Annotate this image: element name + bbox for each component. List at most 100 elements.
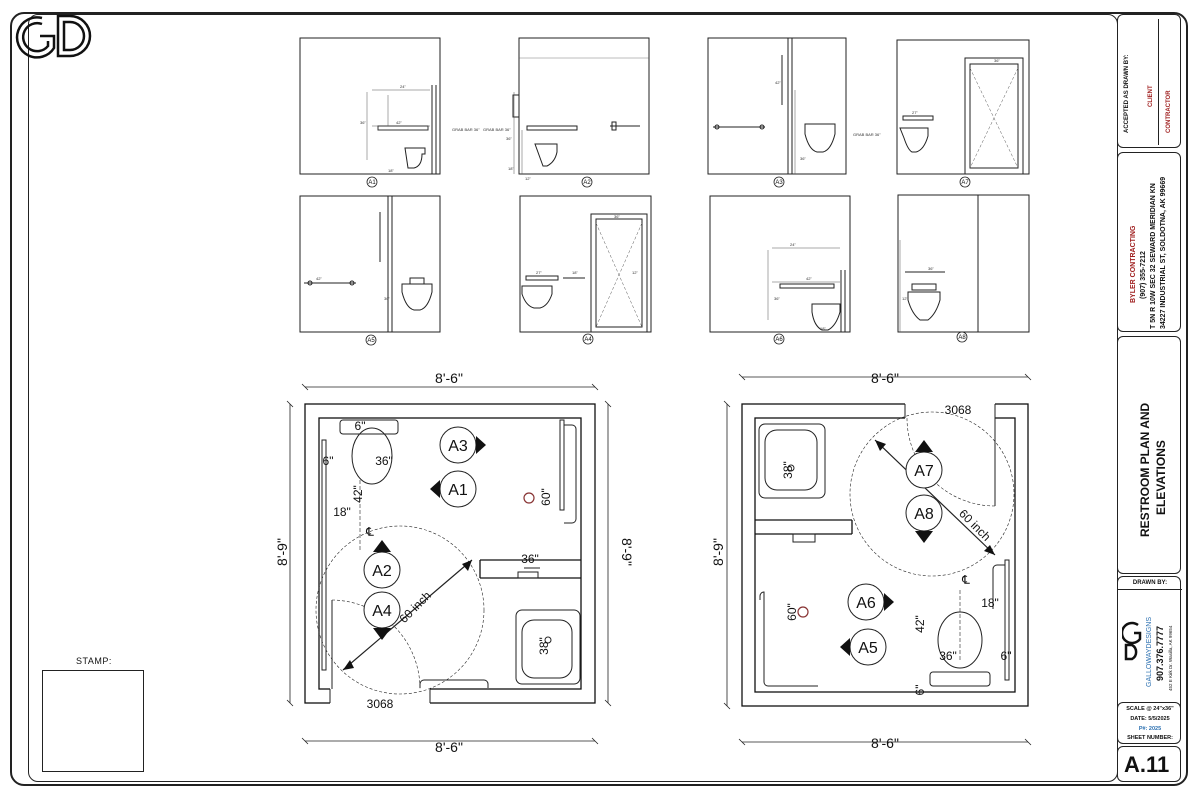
stamp-label: STAMP: xyxy=(76,656,112,666)
a3-dim-42: 42" xyxy=(775,80,781,85)
elevation-a4 xyxy=(519,195,652,333)
plan-right-centerline: ℄ xyxy=(961,573,970,587)
a1-dim-36: 36" xyxy=(360,120,366,125)
drawn-by-label: DRAWN BY: xyxy=(1132,580,1168,586)
sheet-number-label: SHEET NUMBER: xyxy=(1127,735,1173,741)
plan-right-dim-6b: 6" xyxy=(913,685,927,696)
plan-right-tag-a7: A7 xyxy=(905,440,943,489)
a6-dim-24: 24" xyxy=(790,242,796,247)
accepted-label: ACCEPTED AS DRAWN BY: xyxy=(1124,54,1130,133)
svg-text:A6: A6 xyxy=(775,337,783,343)
a8-dim-12: 12" xyxy=(902,296,908,301)
project-location: T 5N R 10W SEC 32 SEWARD MERIDIAN KN xyxy=(1150,183,1157,329)
plan-left-height-right: 8'-9" xyxy=(619,538,635,566)
sheet-number: A.11 xyxy=(1124,752,1170,777)
plan-left-width-bottom: 8'-6" xyxy=(435,739,463,755)
designer-name: GALLOWAYDESIGNS xyxy=(1146,616,1153,687)
svg-text:A1: A1 xyxy=(448,482,468,499)
svg-text:A8: A8 xyxy=(958,335,966,341)
tag-a6: A6 xyxy=(773,333,785,345)
plan-right-dim-18: 18" xyxy=(981,596,999,610)
plan-right-dim-36: 36" xyxy=(939,649,957,663)
plan-right-tag-a8: A8 xyxy=(905,494,943,543)
plan-right-width-top: 8'-6" xyxy=(871,370,899,386)
a2-dim-18: 18" xyxy=(508,166,514,171)
svg-text:A4: A4 xyxy=(372,603,392,620)
svg-text:A7: A7 xyxy=(914,463,934,480)
client-label: CLIENT xyxy=(1148,85,1154,107)
plan-right-dim-60: 60" xyxy=(785,603,799,621)
plan-left-dim-18: 18" xyxy=(333,505,351,519)
a3-dim-36: 36" xyxy=(800,156,806,161)
a4-dim-27: 27" xyxy=(536,270,542,275)
stamp-box xyxy=(42,670,144,772)
designer-phone: 907.376.7777 xyxy=(1155,625,1165,681)
svg-text:A8: A8 xyxy=(914,506,934,523)
a6-dim-18: 18" xyxy=(820,326,826,331)
a2-grab-bar-note: GRAB BAR 36" xyxy=(483,127,511,132)
plan-right-width-bottom: 8'-6" xyxy=(871,735,899,751)
a7-dim-27: 27" xyxy=(912,110,918,115)
elevation-a6 xyxy=(709,195,851,333)
plan-left-width-top: 8'-6" xyxy=(435,370,463,386)
company-phone: (907) 355-7212 xyxy=(1140,251,1147,299)
sheet-title-cell: RESTROOM PLAN AND ELEVATIONS xyxy=(1117,336,1181,574)
plan-left-dim-42: 42" xyxy=(351,485,365,503)
plan-left-dim-6a: 6" xyxy=(355,419,366,433)
plan-left-turning-radius: 60 inch xyxy=(397,589,434,626)
svg-text:A6: A6 xyxy=(856,595,876,612)
acceptance-cell: ACCEPTED AS DRAWN BY: CLIENT CONTRACTOR xyxy=(1117,14,1181,148)
sheet-title-line-1: RESTROOM PLAN AND xyxy=(1138,402,1152,537)
a1-dim-18: 18" xyxy=(388,168,394,173)
plan-right-turning-radius: 60 inch xyxy=(956,507,993,544)
project-address: 34227 INDUSTRIAL ST, SOLDOTNA, AK 99669 xyxy=(1160,176,1167,329)
a1-dim-42: 42" xyxy=(396,120,402,125)
elevation-a1 xyxy=(299,37,441,175)
a6-dim-42: 42" xyxy=(806,276,812,281)
restroom-plan-left: 8'-6" 8'-6" 8'-9" 8'-9" 3068 60 inch 6" … xyxy=(274,370,635,755)
svg-text:A5: A5 xyxy=(858,640,878,657)
plan-right-height-left: 8'-9" xyxy=(710,538,726,566)
svg-text:A2: A2 xyxy=(372,563,392,580)
designer-logo-icon xyxy=(1122,621,1142,661)
plan-left-dim-38: 38" xyxy=(537,637,551,655)
a4-dim-36: 36" xyxy=(614,214,620,219)
restroom-plan-right: 8'-6" 8'-6" 8'-9" 3068 60 inch 38" 60" 4… xyxy=(710,370,1032,751)
tag-a5: A5 xyxy=(365,334,377,346)
svg-text:A7: A7 xyxy=(961,180,969,186)
plan-right-door-size: 3068 xyxy=(945,403,972,417)
tag-a4: A4 xyxy=(582,333,594,345)
a4-dim-12: 12" xyxy=(632,270,638,275)
a6-dim-36: 36" xyxy=(774,296,780,301)
a1-dim-24: 24" xyxy=(400,84,406,89)
plan-left-dim-36a: 36" xyxy=(375,454,393,468)
project-number: P#: 2025 xyxy=(1138,726,1162,732)
svg-text:A1: A1 xyxy=(368,180,376,186)
plan-right-dim-6a: 6" xyxy=(1001,649,1012,663)
plan-right-dim-42: 42" xyxy=(913,615,927,633)
title-block: ACCEPTED AS DRAWN BY: CLIENT CONTRACTOR … xyxy=(1117,14,1182,782)
company-name: BYLER CONTRACTING xyxy=(1130,225,1137,303)
plan-left-centerline: ℄ xyxy=(365,525,374,539)
a2-dim-12: 12" xyxy=(525,176,531,181)
tag-a8: A8 xyxy=(956,331,968,343)
plan-left-tag-a1: A1 xyxy=(430,470,477,508)
a5-grab-bar-note: GRAB BAR 36" xyxy=(853,132,881,137)
plan-right-tag-a5: A5 xyxy=(840,628,887,666)
plan-left-dim-60: 60" xyxy=(539,488,553,506)
drawn-by-cell: DRAWN BY: GALLOWAYDESIGNS 907.376.7777 4… xyxy=(1117,576,1182,726)
plan-left-door-size: 3068 xyxy=(367,697,394,711)
tag-a2: A2 xyxy=(581,176,593,188)
plan-right-dim-38: 38" xyxy=(781,461,795,479)
tag-a3: A3 xyxy=(773,176,785,188)
a2-dim-36: 36" xyxy=(506,136,512,141)
a7-dim-36: 36" xyxy=(994,58,1000,63)
elevation-views: GRAB BAR 36" GRAB BAR 36" GRAB BAR 36" 2… xyxy=(299,37,1030,346)
a5-dim-42: 42" xyxy=(316,276,322,281)
svg-text:A3: A3 xyxy=(448,438,468,455)
elevation-a8 xyxy=(897,194,1030,333)
plan-left-tag-a2: A2 xyxy=(363,540,401,589)
scale-text: SCALE @ 24"x36" xyxy=(1126,706,1174,712)
plan-left-dim-36b: 36" xyxy=(521,552,539,566)
